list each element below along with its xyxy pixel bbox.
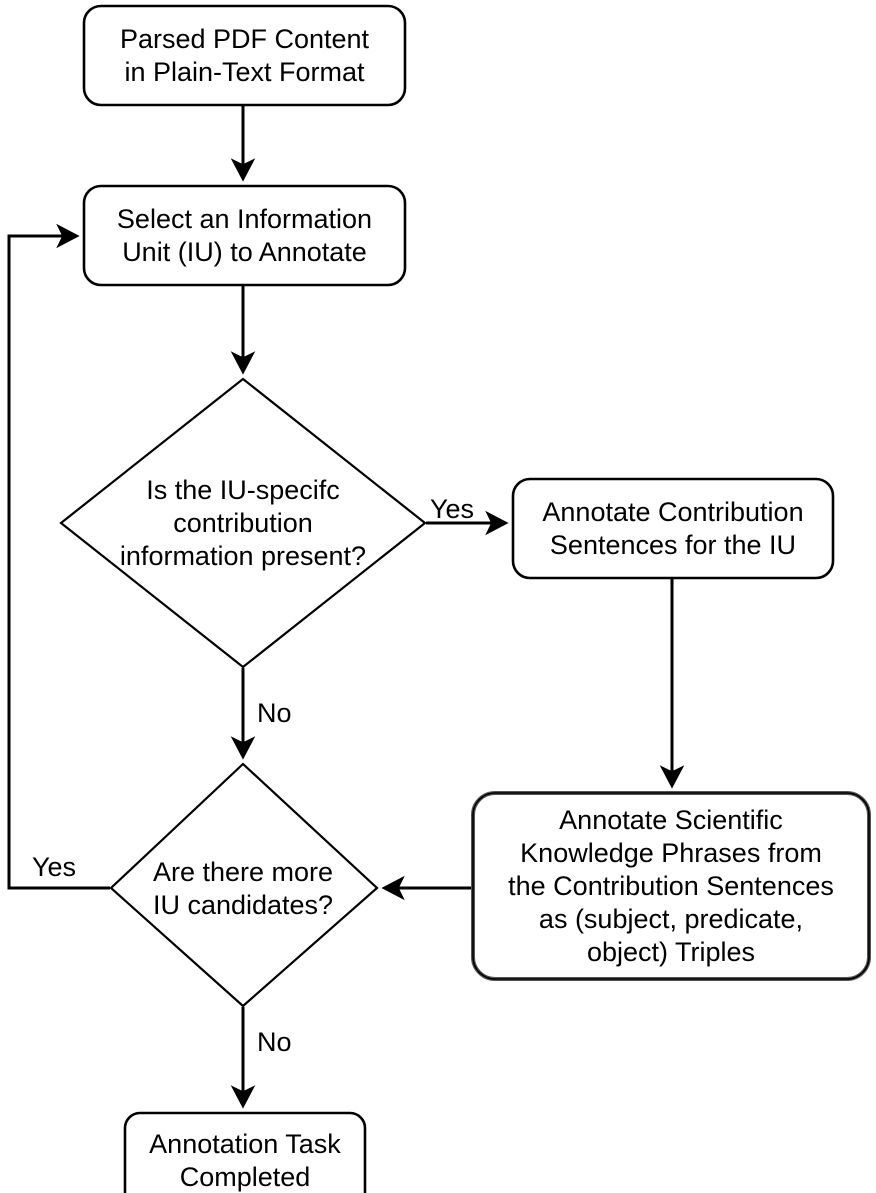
edge-label-more-iu-yes: Yes [32,852,77,882]
node-shape-annotate-triples [471,791,871,981]
node-shape-decision-contribution [59,377,427,669]
node-shape-parsed-pdf [82,4,407,107]
node-shape-decision-more-iu [109,762,379,1008]
edge-label-contribution-yes: Yes [430,494,475,524]
edge-label-more-iu-no: No [257,1027,292,1057]
node-shape-select-iu [82,184,407,287]
edge-decision-more-iu-yes-loop [7,223,110,890]
node-shape-annotate-contribution [511,477,835,580]
edge-label-contribution-no: No [257,698,292,728]
node-shape-completed [123,1111,367,1193]
